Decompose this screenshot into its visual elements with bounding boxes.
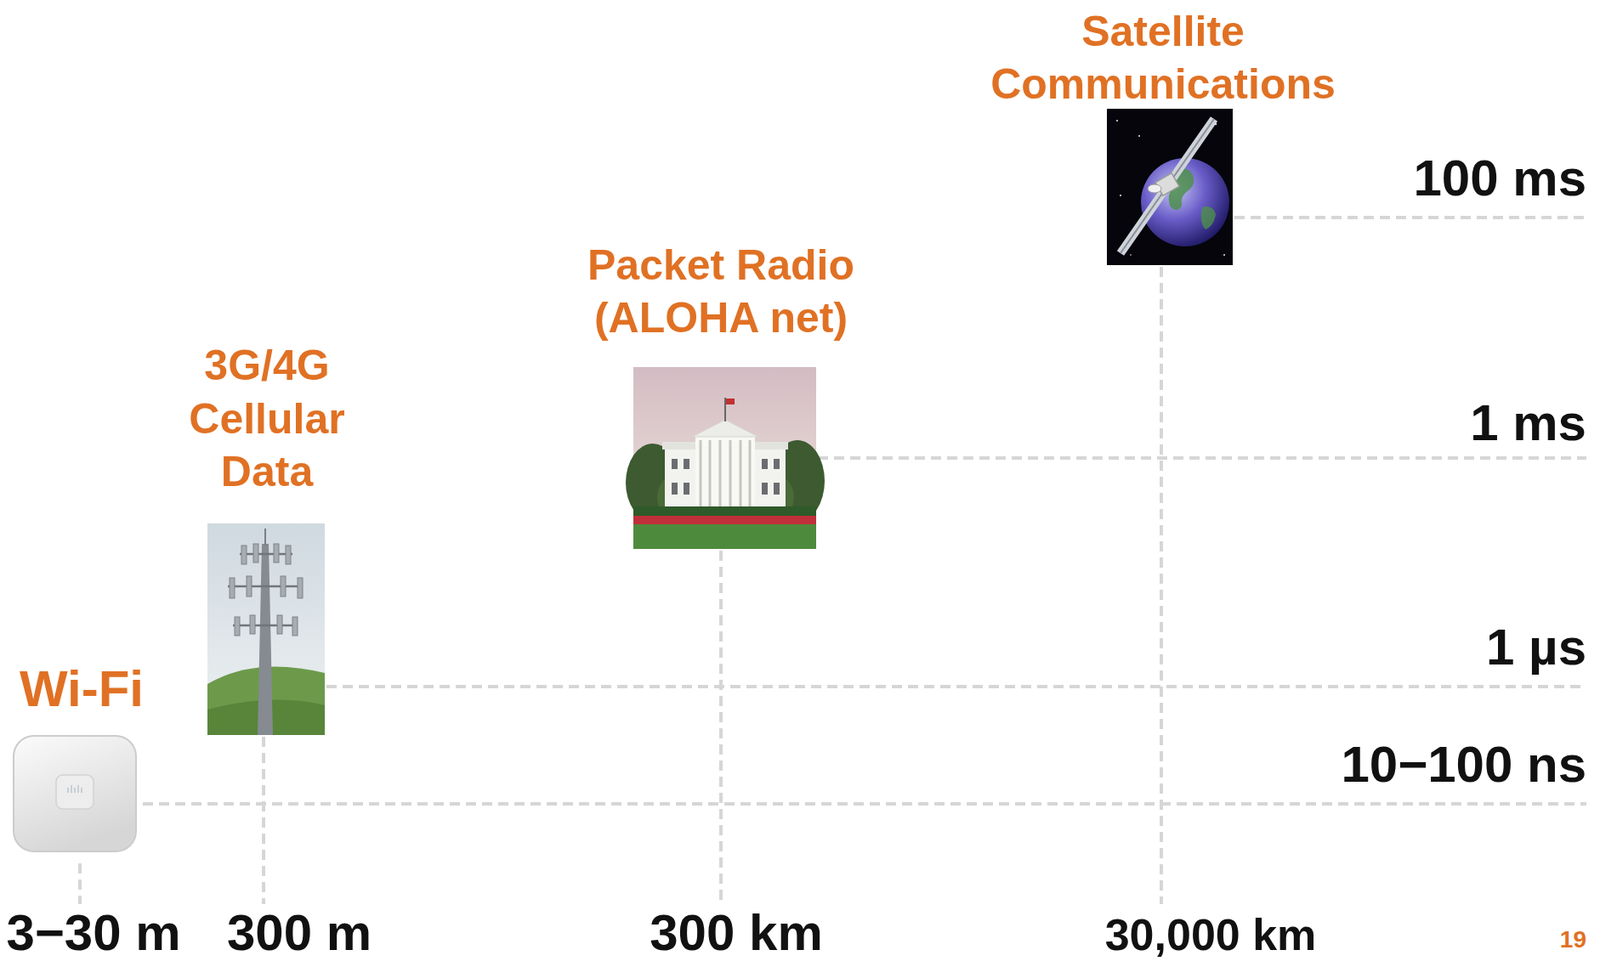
delay-label: 1 µs bbox=[1486, 622, 1587, 674]
tower-panel bbox=[234, 617, 240, 636]
access-point-body bbox=[13, 736, 137, 852]
tower-panel bbox=[297, 578, 303, 599]
heading-text: Wi-Fi bbox=[19, 657, 144, 721]
tower-spike bbox=[264, 528, 267, 546]
flag-pole bbox=[724, 397, 727, 422]
flag bbox=[726, 398, 735, 405]
page-number: 19 bbox=[1560, 928, 1587, 953]
tower-panel bbox=[253, 544, 259, 563]
portico bbox=[695, 435, 755, 511]
tower-arms bbox=[227, 554, 303, 626]
flower-bed bbox=[633, 516, 817, 525]
tower-arm bbox=[239, 553, 293, 557]
technology-heading: 3G/4G Cellular Data bbox=[169, 339, 365, 500]
guide-lines bbox=[79, 217, 1587, 905]
logo-mark bbox=[70, 785, 73, 794]
star bbox=[1116, 119, 1118, 122]
technology-heading: Satellite Communications bbox=[963, 5, 1363, 112]
heading-text: Satellite Communications bbox=[963, 5, 1363, 112]
hedge bbox=[633, 506, 817, 517]
lawn bbox=[633, 524, 817, 550]
tower-panel bbox=[249, 615, 256, 635]
guide-line bbox=[817, 456, 1587, 460]
column bbox=[729, 440, 732, 509]
tower-panel bbox=[246, 576, 252, 597]
technology-heading: Wi-Fi bbox=[19, 657, 144, 721]
distance-label: 30,000 km bbox=[1105, 913, 1317, 958]
column bbox=[699, 440, 703, 509]
logo-mark bbox=[73, 788, 76, 794]
logo-mark bbox=[77, 785, 80, 794]
tower-arm bbox=[227, 585, 303, 589]
delay-label: 100 ms bbox=[1413, 153, 1588, 205]
window bbox=[671, 482, 678, 495]
guide-line bbox=[719, 550, 723, 905]
solar-panel bbox=[1120, 119, 1215, 254]
window bbox=[671, 459, 678, 470]
guide-line bbox=[261, 737, 266, 905]
window bbox=[683, 459, 690, 470]
guide-line bbox=[142, 802, 1587, 806]
window bbox=[773, 459, 780, 470]
satellite-dish bbox=[1147, 184, 1162, 193]
tower-panel bbox=[285, 545, 291, 565]
satellite-picture bbox=[1106, 108, 1233, 266]
star bbox=[1119, 194, 1122, 197]
picture-ground bbox=[1, 724, 142, 863]
logo-mark bbox=[67, 788, 69, 794]
star bbox=[1223, 254, 1226, 256]
tower-panel bbox=[280, 576, 286, 597]
star bbox=[1138, 135, 1141, 137]
column bbox=[709, 440, 712, 509]
white-house-picture bbox=[625, 367, 825, 550]
tower-panels bbox=[229, 544, 303, 636]
delay-label: 10−100 ns bbox=[1340, 739, 1587, 791]
logo-mark bbox=[80, 788, 83, 794]
tower-panel bbox=[229, 578, 235, 599]
heading-text: 3G/4G Cellular Data bbox=[169, 339, 365, 500]
logo-marks bbox=[68, 785, 82, 794]
window bbox=[761, 459, 768, 470]
tower-pole bbox=[257, 544, 273, 736]
window bbox=[683, 482, 690, 495]
column bbox=[748, 440, 752, 509]
heading-text: Packet Radio (ALOHA net) bbox=[572, 238, 870, 346]
tower-panel bbox=[241, 545, 247, 565]
star bbox=[1129, 254, 1132, 256]
columns bbox=[700, 440, 750, 509]
solar-panel-seam bbox=[1120, 119, 1215, 254]
tower-panel bbox=[273, 544, 279, 563]
picture-sky bbox=[207, 523, 325, 736]
column bbox=[739, 440, 743, 509]
cell-tower-picture bbox=[207, 523, 325, 736]
technology-heading: Packet Radio (ALOHA net) bbox=[572, 238, 870, 346]
space-ground bbox=[1106, 108, 1233, 266]
distance-label: 300 km bbox=[649, 907, 823, 959]
tower-panel bbox=[277, 615, 283, 635]
access-point-logo bbox=[56, 775, 94, 810]
delay-label: 1 ms bbox=[1469, 397, 1587, 449]
guide-line bbox=[78, 863, 82, 905]
continent bbox=[1201, 206, 1216, 230]
guide-line bbox=[1159, 266, 1164, 905]
distance-label: 300 m bbox=[226, 907, 372, 959]
guide-line bbox=[1234, 215, 1587, 220]
tower-panel bbox=[292, 617, 298, 636]
column bbox=[719, 440, 722, 509]
distance-label: 3−30 m bbox=[5, 907, 181, 959]
access-point-picture bbox=[1, 724, 142, 863]
guide-line bbox=[326, 685, 1587, 689]
pediment bbox=[692, 419, 759, 437]
window bbox=[761, 482, 768, 495]
window bbox=[773, 482, 780, 495]
tower-arm bbox=[232, 624, 298, 628]
